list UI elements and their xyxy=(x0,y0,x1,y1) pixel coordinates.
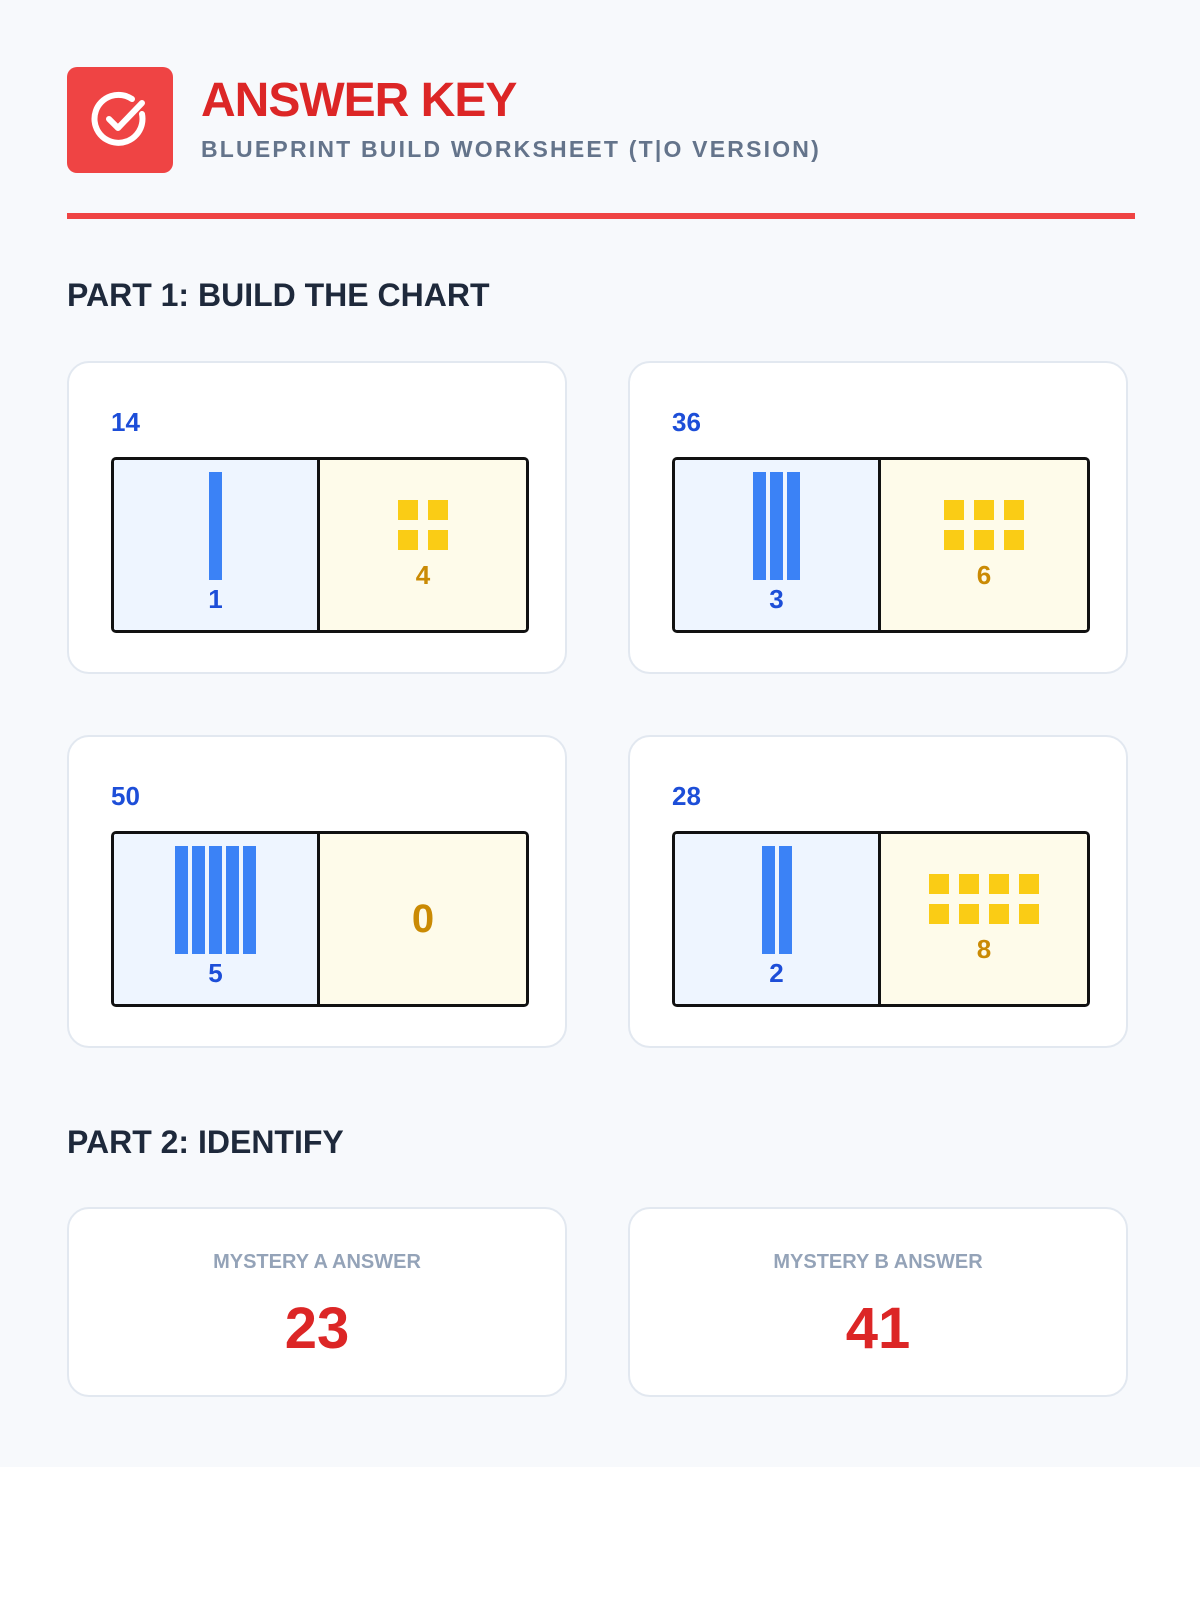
answer-value: 41 xyxy=(845,1296,911,1361)
chart-card: 36 3 6 xyxy=(628,361,1128,674)
ones-count: 8 xyxy=(976,933,992,964)
ones-count: 6 xyxy=(976,559,992,590)
tens-rod xyxy=(226,846,239,954)
worksheet-page: ANSWER KEY BLUEPRINT BUILD WORKSHEET (T|… xyxy=(67,67,1135,1397)
ones-cube xyxy=(428,529,448,550)
tens-column: 2 xyxy=(675,834,881,1004)
ones-count: 4 xyxy=(415,559,431,590)
ones-cube xyxy=(398,499,418,520)
tens-column: 5 xyxy=(114,834,320,1004)
target-number: 14 xyxy=(111,407,140,437)
tens-rod xyxy=(770,472,783,580)
target-number: 50 xyxy=(111,781,140,811)
tens-rods xyxy=(753,472,800,580)
answer-card: MYSTERY A ANSWER 23 xyxy=(67,1207,567,1397)
ones-cube xyxy=(989,873,1009,894)
check-circle-icon xyxy=(67,67,173,173)
tens-rod xyxy=(175,846,188,954)
tens-rod xyxy=(209,846,222,954)
tens-column: 3 xyxy=(675,460,881,630)
ones-cube xyxy=(1019,903,1039,924)
answer-label: MYSTERY A ANSWER xyxy=(213,1251,421,1273)
part2-heading: PART 2: IDENTIFY xyxy=(67,1124,344,1160)
tens-rod xyxy=(787,472,800,580)
chart-card: 50 5 0 xyxy=(67,735,567,1048)
ones-cube xyxy=(959,903,979,924)
place-value-chart: 1 4 xyxy=(111,457,529,633)
place-value-chart: 5 0 xyxy=(111,831,529,1007)
answer-label: MYSTERY B ANSWER xyxy=(773,1251,983,1273)
tens-count: 1 xyxy=(208,584,223,614)
tens-column: 1 xyxy=(114,460,320,630)
ones-cube xyxy=(398,529,418,550)
tens-rod xyxy=(209,472,222,580)
ones-cube xyxy=(989,903,1009,924)
tens-count: 5 xyxy=(208,958,223,988)
tens-rod xyxy=(778,846,792,954)
answer-value: 23 xyxy=(284,1296,350,1361)
ones-cube xyxy=(1004,499,1024,520)
ones-cube xyxy=(959,873,979,894)
ones-cube xyxy=(428,499,448,520)
tens-rod xyxy=(753,472,766,580)
target-number: 36 xyxy=(672,407,701,437)
ones-column: 4 xyxy=(320,460,526,630)
ones-cube xyxy=(974,499,994,520)
ones-column: 8 xyxy=(881,834,1087,1004)
ones-column: 6 xyxy=(881,460,1087,630)
chart-card: 14 1 4 xyxy=(67,361,567,674)
place-value-chart: 3 6 xyxy=(672,457,1090,633)
tens-count: 3 xyxy=(769,584,784,614)
header-divider xyxy=(67,213,1135,219)
ones-cube xyxy=(944,499,964,520)
ones-cube xyxy=(944,529,964,550)
ones-cubes xyxy=(398,499,448,550)
ones-cube xyxy=(929,873,949,894)
tens-rods xyxy=(209,472,222,580)
tens-rods xyxy=(761,846,792,954)
chart-card: 28 2 8 xyxy=(628,735,1128,1048)
tens-count: 2 xyxy=(769,958,784,988)
tens-rod xyxy=(761,846,775,954)
ones-cube xyxy=(929,903,949,924)
ones-cube xyxy=(1019,873,1039,894)
tens-rod xyxy=(192,846,205,954)
ones-cube xyxy=(1004,529,1024,550)
page-title: ANSWER KEY xyxy=(201,74,517,127)
ones-count: 0 xyxy=(411,896,435,941)
ones-cube xyxy=(974,529,994,550)
ones-column: 0 xyxy=(320,834,526,1004)
page-subtitle: BLUEPRINT BUILD WORKSHEET (T|O VERSION) xyxy=(201,136,821,162)
tens-rod xyxy=(243,846,256,954)
ones-cubes xyxy=(944,499,1024,550)
ones-cubes xyxy=(929,873,1039,924)
part1-heading: PART 1: BUILD THE CHART xyxy=(67,277,490,313)
place-value-chart: 2 8 xyxy=(672,831,1090,1007)
target-number: 28 xyxy=(672,781,701,811)
tens-rods xyxy=(175,846,256,954)
answer-card: MYSTERY B ANSWER 41 xyxy=(628,1207,1128,1397)
